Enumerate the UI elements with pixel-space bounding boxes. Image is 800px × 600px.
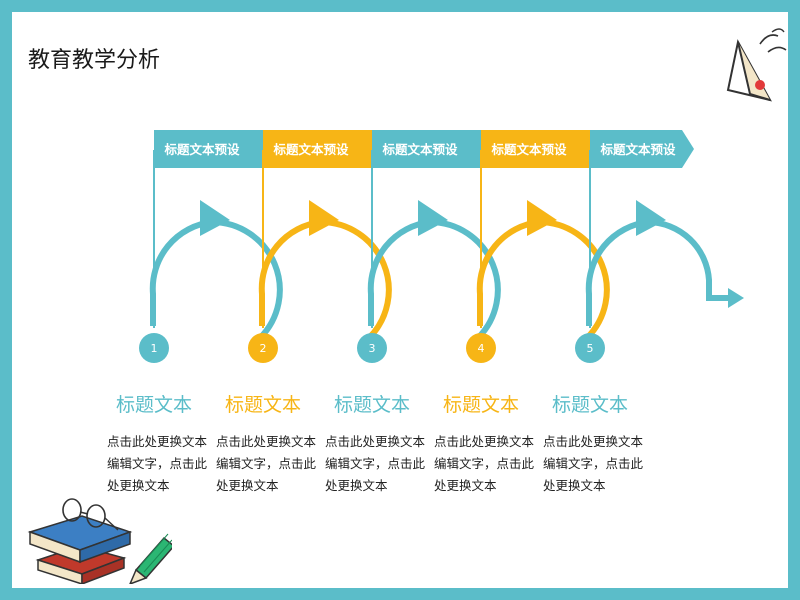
- step-1-title: 标题文本: [115, 394, 192, 416]
- step-4-body: 点击此处更换文本编辑文字，点击此处更换文本: [434, 434, 535, 493]
- step-1-graphic: 标题文本预设 1: [139, 130, 284, 363]
- step-2-number: 2: [260, 342, 267, 355]
- step-3-number: 3: [369, 342, 376, 355]
- step-1-banner: 标题文本预设: [163, 142, 240, 157]
- step-5-number: 5: [587, 342, 594, 355]
- step-4-graphic: 标题文本预设 4: [466, 130, 611, 363]
- step-5-body: 点击此处更换文本编辑文字，点击此处更换文本: [543, 434, 644, 493]
- slide: 教育教学分析 标题文本预设 1 标题文本预设: [12, 12, 788, 588]
- paper-plane-icon: [726, 28, 787, 102]
- step-4-banner: 标题文本预设: [490, 142, 567, 157]
- step-3-title: 标题文本: [333, 394, 410, 416]
- step-5-banner: 标题文本预设: [599, 142, 676, 157]
- step-1-number: 1: [151, 342, 158, 355]
- process-diagram: 标题文本预设 1 标题文本预设 2 标题文本预设 3: [139, 130, 744, 363]
- step-4-title: 标题文本: [442, 394, 519, 416]
- step-2-body: 点击此处更换文本编辑文字，点击此处更换文本: [216, 434, 317, 493]
- step-3-graphic: 标题文本预设 3: [357, 130, 502, 363]
- step-2-graphic: 标题文本预设 2: [248, 130, 393, 363]
- step-3-body: 点击此处更换文本编辑文字，点击此处更换文本: [325, 434, 426, 493]
- step-1-body: 点击此处更换文本编辑文字，点击此处更换文本: [107, 434, 208, 493]
- step-5-graphic: 标题文本预设 5: [575, 130, 744, 363]
- page-title: 教育教学分析: [28, 48, 161, 73]
- step-3-banner: 标题文本预设: [381, 142, 458, 157]
- step-2-banner: 标题文本预设: [272, 142, 349, 157]
- step-5-title: 标题文本: [551, 394, 628, 416]
- books-glasses-pencil-icon: [27, 498, 172, 584]
- step-4-number: 4: [478, 342, 485, 355]
- step-2-title: 标题文本: [224, 394, 301, 416]
